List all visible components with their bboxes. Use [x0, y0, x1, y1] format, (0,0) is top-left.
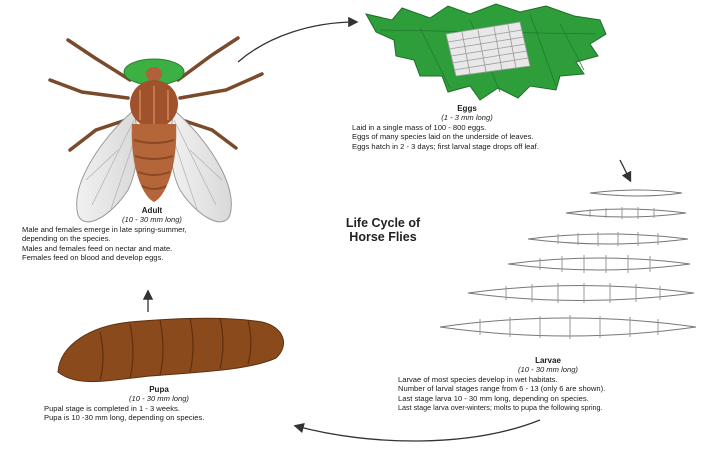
larva-stage-3: [528, 232, 688, 246]
larva-stage-6: [440, 315, 696, 339]
larvae-description: Larvae (10 - 30 mm long) Larvae of most …: [398, 356, 724, 412]
pupa-line: Pupal stage is completed in 1 - 3 weeks.: [44, 404, 284, 413]
eggs-line: Eggs hatch in 2 - 3 days; first larval s…: [352, 142, 662, 151]
horse-fly-adult-illustration: [50, 38, 262, 222]
larvae-heading: Larvae: [398, 356, 698, 365]
larva-stage-1: [590, 190, 682, 196]
larvae-line: Last stage larva 10 - 30 mm long, depend…: [398, 394, 724, 403]
eggs-heading: Eggs: [352, 104, 582, 113]
adult-description: Adult (10 - 30 mm long) Male and females…: [22, 206, 302, 262]
adult-line: Male and females emerge in late spring-s…: [22, 225, 302, 234]
arrow-larvae-to-pupa: [296, 420, 540, 441]
larvae-line: Larvae of most species develop in wet ha…: [398, 375, 724, 384]
pupa-line: Pupa is 10 -30 mm long, depending on spe…: [44, 413, 284, 422]
title-line-1: Life Cycle of: [323, 216, 443, 230]
larva-illustration: [440, 190, 696, 339]
arrow-eggs-to-larvae: [620, 160, 630, 180]
larva-stage-5: [468, 283, 694, 303]
adult-line: Males and females feed on nectar and mat…: [22, 244, 302, 253]
larvae-line: Last stage larva over-winters; molts to …: [398, 403, 724, 412]
pupa-illustration: [58, 318, 284, 382]
eggs-size: (1 - 3 mm long): [352, 113, 582, 122]
eggs-line: Eggs of many species laid on the undersi…: [352, 132, 662, 141]
eggs-line: Laid in a single mass of 100 - 800 eggs.: [352, 123, 662, 132]
title-line-2: Horse Flies: [323, 230, 443, 244]
larvae-line: Number of larval stages range from 6 - 1…: [398, 384, 724, 393]
eggs-description: Eggs (1 - 3 mm long) Laid in a single ma…: [352, 104, 662, 151]
adult-heading: Adult: [22, 206, 282, 215]
arrow-adult-to-eggs: [238, 22, 356, 62]
diagram-title: Life Cycle of Horse Flies: [323, 216, 443, 244]
larvae-size: (10 - 30 mm long): [398, 365, 698, 374]
pupa-heading: Pupa: [44, 385, 274, 394]
adult-line: Females feed on blood and develop eggs.: [22, 253, 302, 262]
larva-stage-2: [566, 207, 686, 219]
leaf-with-eggs-illustration: [366, 4, 606, 100]
pupa-description: Pupa (10 - 30 mm long) Pupal stage is co…: [44, 385, 284, 423]
adult-line: depending on the species.: [22, 234, 302, 243]
adult-size: (10 - 30 mm long): [22, 215, 282, 224]
larva-stage-4: [508, 255, 690, 273]
pupa-size: (10 - 30 mm long): [44, 394, 274, 403]
